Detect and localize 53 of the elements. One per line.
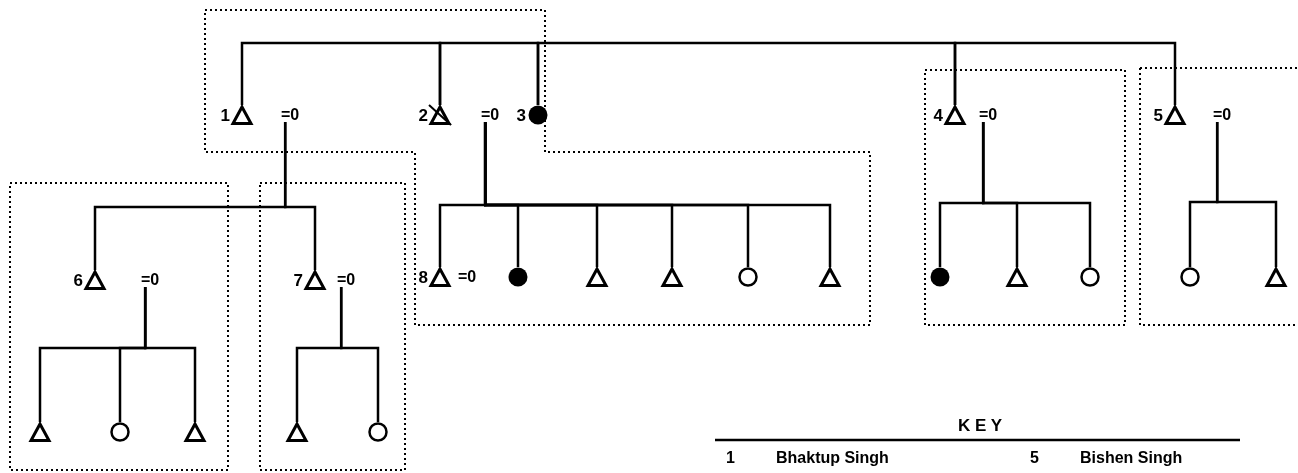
- kinship-line: [339, 287, 380, 422]
- spouse-mark: =0: [455, 270, 479, 284]
- triangle-symbol: [1164, 105, 1186, 125]
- triangle-symbol: [184, 422, 206, 442]
- triangle-symbol: [429, 267, 451, 287]
- kinship-line: [981, 122, 1092, 267]
- triangle-symbol: [1265, 267, 1287, 287]
- person-number: 2: [418, 108, 428, 124]
- circle-symbol: [1079, 267, 1101, 287]
- filled-circle-symbol: [507, 267, 529, 287]
- triangle-symbol: [29, 422, 51, 442]
- circle-symbol: [737, 267, 759, 287]
- person-number: 3: [516, 108, 526, 124]
- kinship-line: [143, 287, 197, 422]
- kinship-line: [438, 41, 540, 105]
- triangle-symbol: [304, 270, 326, 290]
- spouse-mark: =0: [478, 108, 502, 122]
- key-heading: K E Y: [958, 418, 1003, 434]
- person-number: 1: [220, 108, 230, 124]
- spouse-mark: =0: [976, 108, 1000, 122]
- key-number: 1: [726, 450, 735, 466]
- triangle-symbol: [84, 270, 106, 290]
- key-name: Bhaktup Singh: [776, 450, 889, 466]
- kinship-line: [1215, 122, 1278, 267]
- spouse-mark: =0: [138, 273, 162, 287]
- key-name: Bishen Singh: [1080, 450, 1183, 466]
- triangle-symbol: [661, 267, 683, 287]
- spouse-mark: =0: [334, 273, 358, 287]
- person-number: 7: [293, 273, 303, 289]
- person-number: 8: [418, 270, 428, 286]
- triangle-symbol: [1006, 267, 1028, 287]
- triangle-symbol: [231, 105, 253, 125]
- triangle-symbol: [819, 267, 841, 287]
- kinship-line: [536, 41, 957, 105]
- filled-circle-symbol: [929, 267, 951, 287]
- kinship-line: [953, 41, 1177, 105]
- filled-circle-symbol: [527, 105, 549, 125]
- person-number: 4: [933, 108, 943, 124]
- circle-symbol: [109, 422, 131, 442]
- triangle-symbol: [944, 105, 966, 125]
- spouse-mark: =0: [1210, 108, 1234, 122]
- spouse-mark: =0: [278, 108, 302, 122]
- circle-symbol: [1179, 267, 1201, 287]
- person-number: 5: [1153, 108, 1163, 124]
- triangle-symbol: [286, 422, 308, 442]
- kinship-line: [240, 41, 442, 105]
- kinship-line: [283, 122, 317, 270]
- person-number: 6: [73, 273, 83, 289]
- triangle-symbol: [586, 267, 608, 287]
- triangle-symbol: [429, 105, 451, 125]
- circle-symbol: [367, 422, 389, 442]
- kinship-line: [483, 122, 832, 267]
- key-number: 5: [1030, 450, 1039, 466]
